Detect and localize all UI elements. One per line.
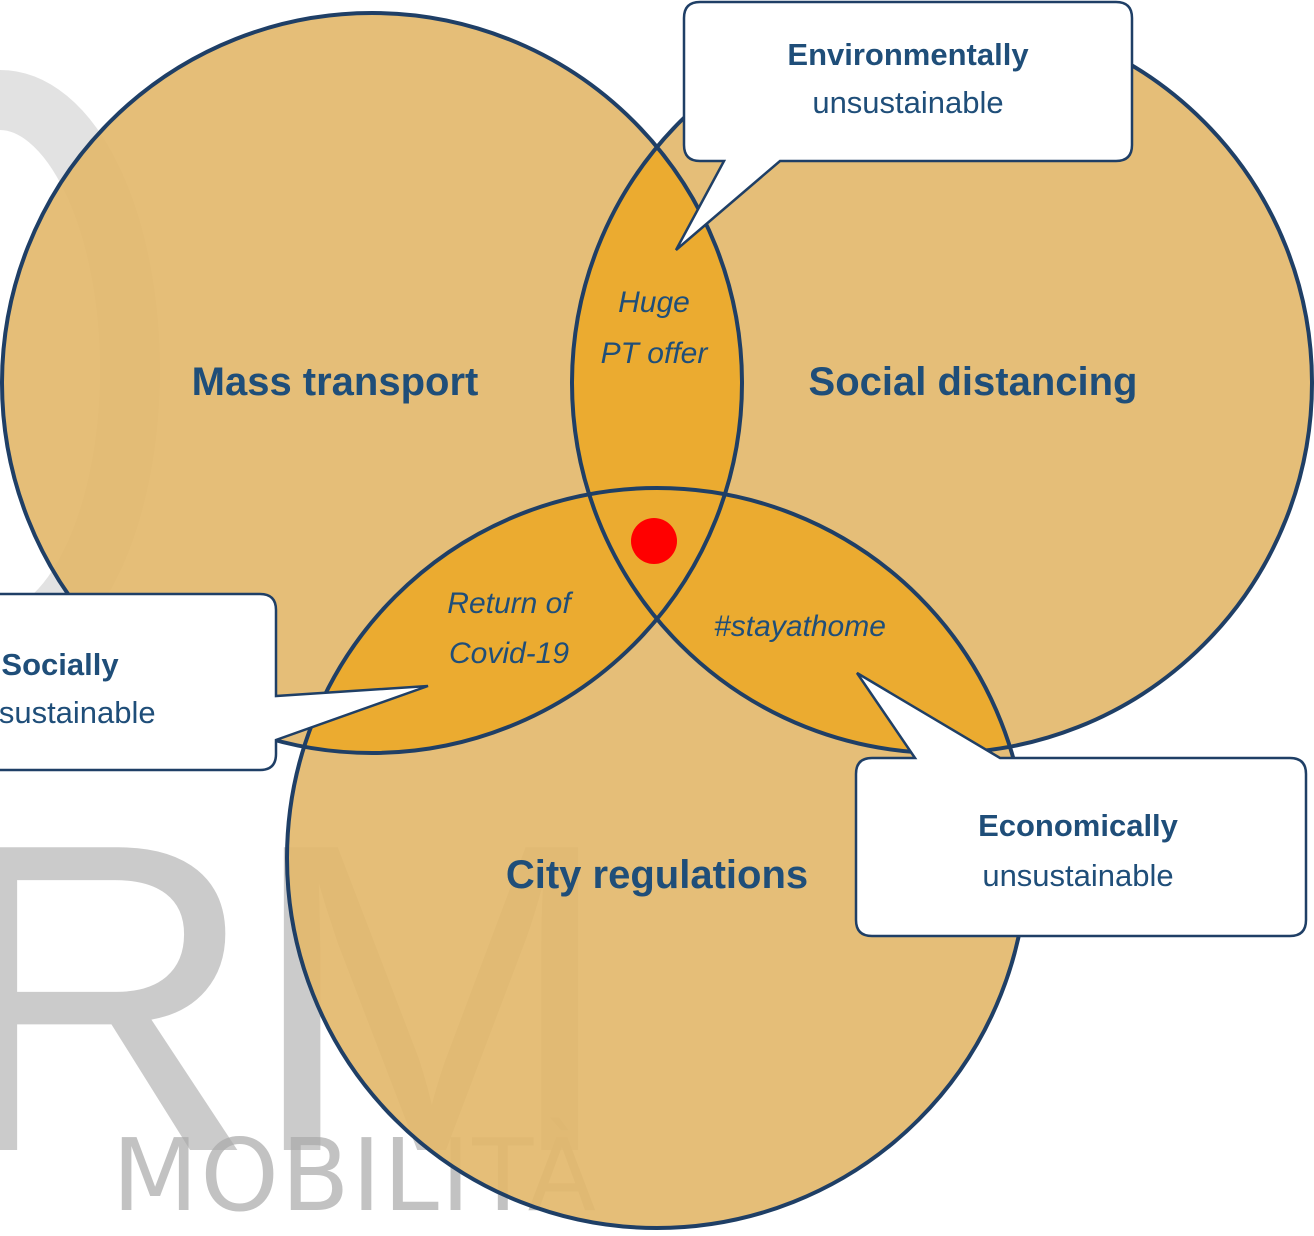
label-covid-19: Covid-19 <box>449 637 569 670</box>
callout-economic-text: unsustainable <box>982 858 1173 893</box>
callout-social-text: unsustainable <box>0 695 156 730</box>
intersection-social-city <box>572 488 1027 753</box>
callout-environmental-strong: Environmentally <box>787 37 1029 72</box>
label-social-distancing: Social distancing <box>809 360 1138 404</box>
label-return-of: Return of <box>447 587 573 620</box>
callout-social-strong: Socially <box>1 647 119 682</box>
intersection-mass-city <box>287 488 742 753</box>
label-huge: Huge <box>618 286 690 319</box>
label-city-regulations: City regulations <box>506 853 808 897</box>
intersections <box>287 13 1027 753</box>
callout-economic-strong: Economically <box>978 808 1179 843</box>
callout-economic: Economically unsustainable <box>854 671 1308 938</box>
callout-social: Socially unsustainable <box>0 592 429 772</box>
center-marker <box>631 518 677 564</box>
outline-mass-transport <box>0 11 744 755</box>
label-pt-offer: PT offer <box>601 337 709 370</box>
label-mass-transport: Mass transport <box>192 360 479 404</box>
callout-environmental-text: unsustainable <box>812 85 1003 120</box>
callout-environmental: Environmentally unsustainable <box>674 0 1134 251</box>
label-stayathome: #stayathome <box>714 610 886 643</box>
